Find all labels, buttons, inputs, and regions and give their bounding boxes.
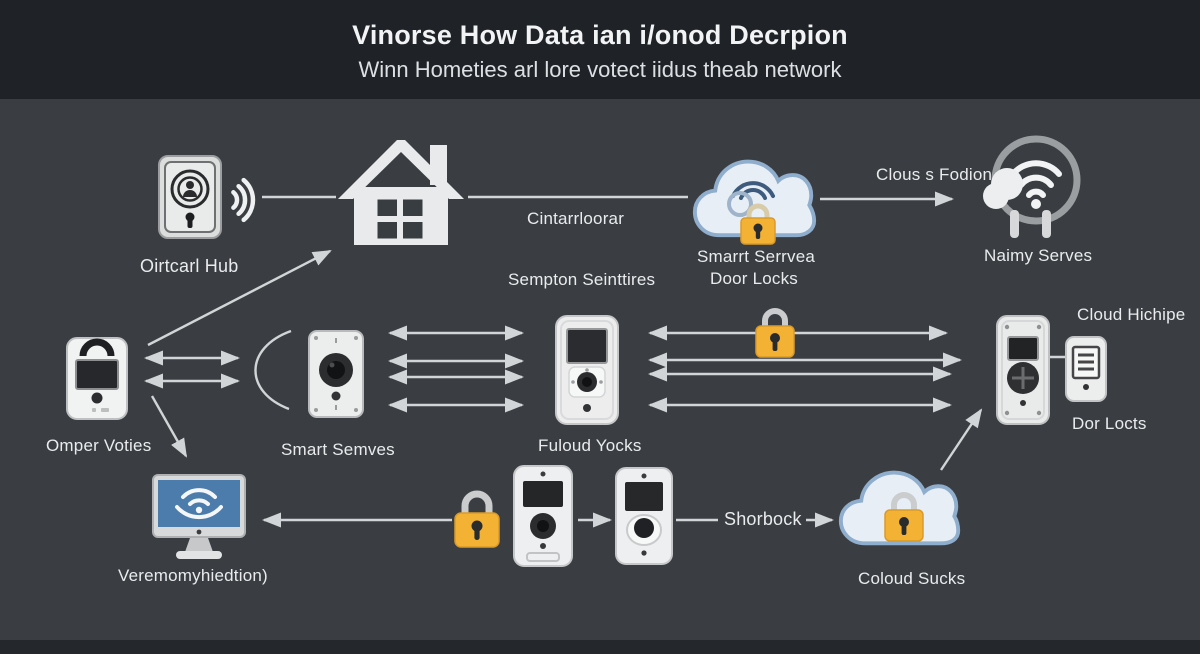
shorbock-label: Shorbock: [724, 509, 802, 529]
monitor-label: Veremomyhiedtion): [118, 566, 268, 585]
edge-label-clous-fodion: Clous s Fodion: [876, 165, 993, 184]
page-title: Vinorse How Data ian i/onod Decrpion: [352, 20, 848, 50]
edge-cloud2-lockdevice: [940, 408, 983, 471]
cloud-server-icon: [690, 146, 818, 246]
hub-label: Oirtcarl Hub: [140, 256, 239, 276]
footer-band: [0, 640, 1200, 654]
padlock-icon-cloud-bottom: [882, 488, 926, 544]
video-doorbell-icon: [555, 315, 619, 425]
wifi-waves-icon: [227, 175, 261, 225]
doorbell-camera-icon: [513, 465, 573, 567]
camera-device-icon: [308, 330, 364, 418]
house-icon: [336, 133, 466, 245]
monitor-wifi-icon: [152, 474, 248, 560]
security-hub-icon: [158, 155, 222, 239]
edge-omper-monitor: [150, 395, 188, 458]
fuloud-label: Fuloud Yocks: [538, 436, 642, 455]
keypad-device-icon: [1065, 336, 1107, 402]
padlock-icon-bottom: [452, 487, 502, 549]
cloud-server-label-2: Door Locks: [710, 269, 798, 288]
padlock-icon-cloud-top: [737, 200, 779, 246]
cloud-lock-icon: [836, 458, 962, 552]
wifi-ring-server-icon: [980, 132, 1090, 244]
cloud-server-label-1: Smarrt Serrvea: [697, 247, 816, 266]
smart-semves-label: Smart Semves: [281, 440, 395, 459]
doorbell-button-icon: [615, 467, 673, 565]
header-band: Vinorse How Data ian i/onod Decrpion Win…: [0, 0, 1200, 99]
edge-omper-house: [147, 249, 332, 347]
page-subtitle: Winn Hometies arl lore votect iidus thea…: [358, 57, 842, 82]
omper-label: Omper Voties: [46, 436, 152, 455]
naimy-label: Naimy Serves: [984, 246, 1093, 265]
dor-locts-label: Dor Locts: [1072, 414, 1147, 433]
smart-lock-device-icon: [996, 315, 1050, 425]
padlock-icon-mid: [753, 304, 797, 360]
lock-camera-device-icon: [66, 330, 128, 420]
edge-label-sempton: Sempton Seinttires: [508, 270, 656, 289]
cloud-hichipe-label: Cloud Hichipe: [1077, 305, 1186, 324]
edge-label-cintarrloorar: Cintarrloorar: [527, 209, 625, 228]
curve-bracket: [254, 329, 292, 411]
coloud-sucks-label: Coloud Sucks: [858, 569, 966, 588]
